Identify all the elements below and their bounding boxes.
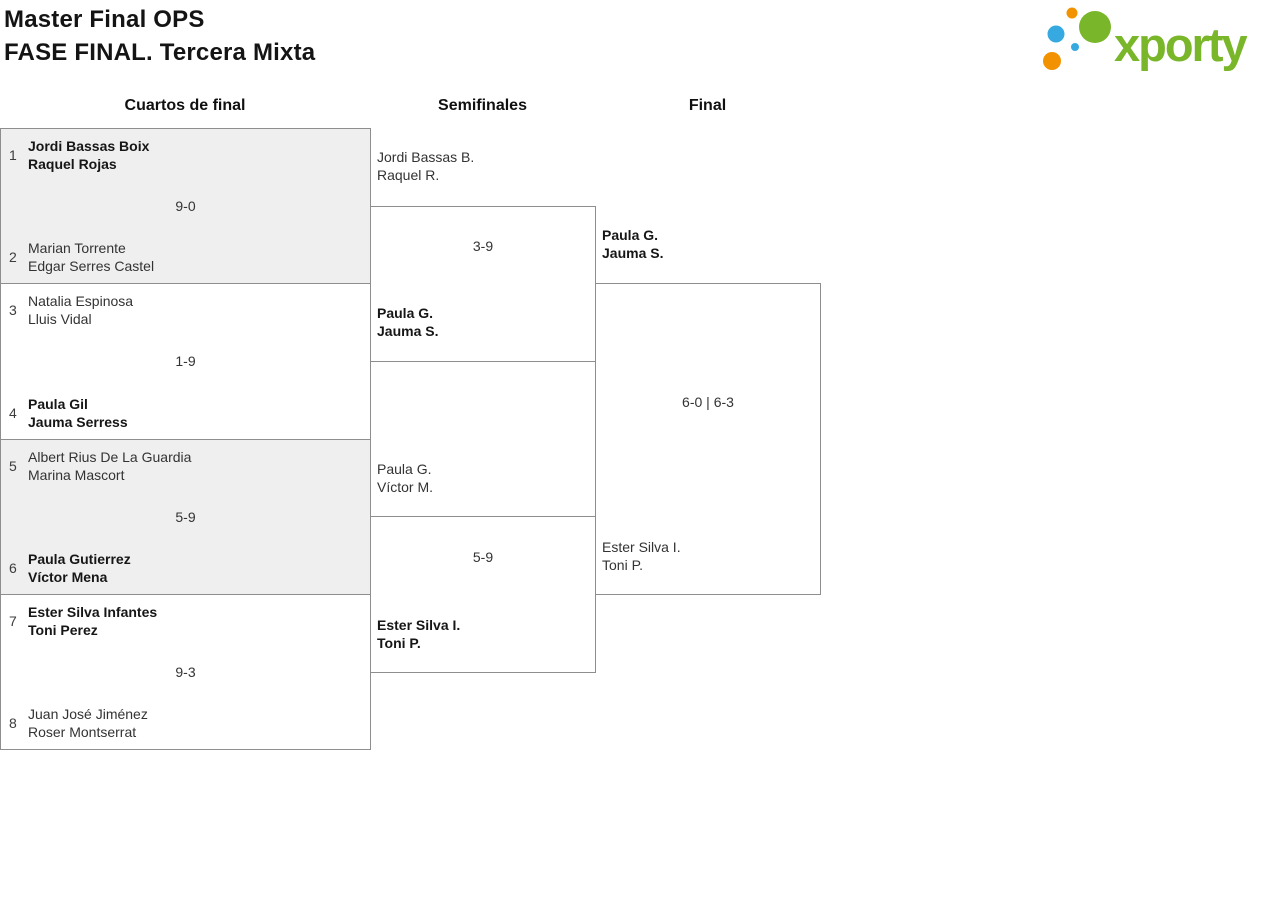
final-match-box [595,283,821,595]
team-label: Ester Silva I. Toni P. [602,538,681,574]
qf-match-4: 7 Ester Silva Infantes Toni Perez 9-3 8 … [1,593,370,749]
player-name: Raquel R. [377,167,440,183]
qf-match-1: 1 Jordi Bassas Boix Raquel Rojas 9-0 2 M… [1,129,370,284]
team-entry: 3 Natalia Espinosa Lluis Vidal [1,292,370,328]
team-entry: 8 Juan José Jiménez Roser Montserrat [1,705,370,741]
player-name: Juan José Jiménez [28,706,148,722]
player-name: Paula G. [377,305,434,321]
match-score: 6-0 | 6-3 [682,394,734,410]
team-entry: 6 Paula Gutierrez Víctor Mena [1,550,370,586]
match-score: 5-9 [472,549,494,565]
seed-number: 6 [9,559,17,576]
logo-dot-blue-medium [1047,25,1065,43]
logo-dot-blue-small [1071,43,1079,51]
player-name: Ester Silva I. [602,539,681,555]
page-title: Master Final OPS [4,6,205,33]
player-name: Edgar Serres Castel [28,258,155,275]
player-name: Paula Gil [28,395,88,412]
player-name: Paula Gutierrez [28,550,131,567]
team-label: Jordi Bassas B. Raquel R. [377,148,474,184]
player-name: Paula G. [602,227,659,243]
team-label: Paula G. Jauma S. [602,226,663,262]
team-entry: 5 Albert Rius De La Guardia Marina Masco… [1,448,370,484]
player-name: Lluis Vidal [28,311,92,328]
qf-match-2: 3 Natalia Espinosa Lluis Vidal 1-9 4 Pau… [1,283,370,439]
logo-dot-green-large [1079,11,1111,43]
match-score: 9-0 [175,198,196,215]
player-name: Raquel Rojas [28,156,117,172]
player-name: Natalia Espinosa [28,293,134,310]
player-name: Ester Silva Infantes [28,603,158,620]
player-name: Toni Perez [28,621,98,638]
player-name: Jauma S. [377,323,439,339]
round-header-final: Final [688,97,727,114]
seed-number: 3 [9,302,17,319]
page-header: Master Final OPS FASE FINAL. Tercera Mix… [4,3,315,69]
team-entry: 7 Ester Silva Infantes Toni Perez [1,603,370,639]
player-name: Albert Rius De La Guardia [28,448,192,465]
player-name: Toni P. [602,557,643,573]
player-name: Marian Torrente [28,240,126,257]
team-entry: 1 Jordi Bassas Boix Raquel Rojas [1,137,370,173]
round-header-quarterfinals: Cuartos de final [124,97,246,114]
match-score: 5-9 [175,508,196,525]
seed-number: 5 [9,457,17,474]
seed-number: 7 [9,612,17,629]
seed-number: 8 [9,715,17,731]
qf-match-3: 5 Albert Rius De La Guardia Marina Masco… [1,438,370,594]
team-entry: 4 Paula Gil Jauma Serress [1,395,370,431]
player-name: Jauma Serress [28,413,128,430]
team-entry: 2 Marian Torrente Edgar Serres Castel [1,239,370,275]
logo-dot-orange-medium [1043,52,1061,70]
round-header-semifinals: Semifinales [438,97,527,114]
page-subtitle: FASE FINAL. Tercera Mixta [4,39,316,66]
player-name: Ester Silva I. [377,617,461,633]
match-score: 3-9 [472,238,494,254]
player-name: Toni P. [377,635,421,651]
player-name: Jordi Bassas B. [377,149,475,165]
player-name: Víctor M. [377,479,434,495]
player-name: Víctor Mena [28,568,108,585]
logo-text: xporty [1114,18,1248,71]
match-score: 1-9 [175,353,196,370]
quarterfinals-column: 1 Jordi Bassas Boix Raquel Rojas 9-0 2 M… [0,128,371,750]
team-label: Paula G. Víctor M. [377,460,433,496]
player-name: Paula G. [377,461,432,477]
seed-number: 4 [9,404,17,421]
player-name: Roser Montserrat [28,724,137,740]
player-name: Marina Mascort [28,466,125,483]
seed-number: 2 [9,249,17,266]
team-label: Paula G. Jauma S. [377,304,438,340]
xporty-logo: xporty [1043,7,1250,71]
match-score: 9-3 [175,663,196,680]
player-name: Jordi Bassas Boix [28,138,150,154]
player-name: Jauma S. [602,245,664,261]
team-label: Ester Silva I. Toni P. [377,616,460,652]
logo-dot-orange-small [1066,7,1078,19]
seed-number: 1 [9,147,17,163]
